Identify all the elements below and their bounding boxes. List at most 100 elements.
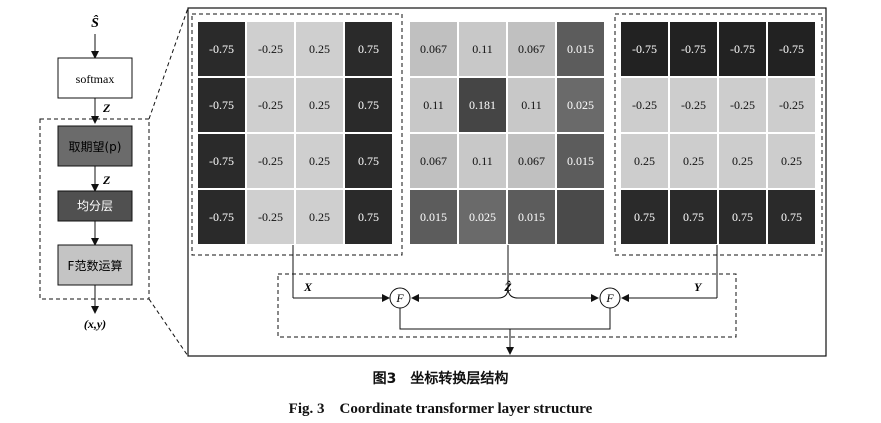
y-cell [768, 78, 815, 132]
y-cell-value: -0.75 [779, 42, 804, 56]
x-cell-value: -0.75 [209, 154, 234, 168]
z_hat-cell [557, 22, 604, 76]
x-cell-value: 0.25 [309, 210, 330, 224]
y-cell-value: 0.25 [634, 154, 655, 168]
z_hat-cell [410, 190, 457, 244]
zoom-connector-top [148, 7, 189, 120]
x-cell [345, 134, 392, 188]
y-cell [768, 134, 815, 188]
x-cell-value: 0.25 [309, 154, 330, 168]
y-cell [621, 78, 668, 132]
z_hat-cell [508, 190, 555, 244]
y-cell [719, 134, 766, 188]
s-hat-label: Ŝ [91, 14, 99, 31]
f-norm-block: F范数运算 [57, 244, 133, 286]
z_hat-cell [508, 78, 555, 132]
y-cell [670, 190, 717, 244]
z_hat-cell-value: 0.015 [567, 154, 594, 168]
z_hat-cell [459, 190, 506, 244]
z_hat-cell [410, 78, 457, 132]
merge-path [399, 308, 611, 330]
z-label-top: Z [102, 101, 111, 115]
z_hat-cell-value: 0.11 [472, 42, 493, 56]
z_hat-cell [557, 190, 604, 244]
z_hat-cell-value: 0.067 [420, 42, 447, 56]
expectation-block: 取期望(p) [57, 125, 133, 167]
y-path-label: Y [694, 280, 703, 294]
y-cell [768, 190, 815, 244]
y-cell [768, 22, 815, 76]
y-cell-value: -0.25 [632, 98, 657, 112]
f-operator-2: F [599, 287, 621, 309]
y-cell-value: -0.25 [779, 98, 804, 112]
x-cell [247, 134, 294, 188]
y-cell-value: -0.75 [681, 42, 706, 56]
x-matrix-dashed-box [191, 13, 403, 256]
z_hat-cell-value: 0.015 [420, 210, 447, 224]
z_hat-cell-value: 0.025 [567, 98, 594, 112]
y-cell [719, 190, 766, 244]
z_hat-cell [508, 22, 555, 76]
expectation-label: 取期望(p) [69, 140, 122, 154]
x-cell-value: -0.25 [258, 42, 283, 56]
x-cell [247, 22, 294, 76]
x-cell-value: -0.25 [258, 98, 283, 112]
x-cell [345, 78, 392, 132]
mean-layer-block: 均分层 [57, 190, 133, 222]
y-cell [670, 134, 717, 188]
operation-dashed-box [277, 273, 737, 338]
z-path-to-f1 [411, 245, 509, 302]
z-path-to-f2 [507, 287, 599, 302]
f-operator-1: F [389, 287, 411, 309]
x-cell [198, 190, 245, 244]
x-cell [296, 190, 343, 244]
f-operator-1-label: F [395, 291, 404, 305]
y-cell [719, 78, 766, 132]
x-cell [247, 190, 294, 244]
detail-panel [187, 7, 827, 357]
z_hat-cell-value: 0.181 [469, 98, 496, 112]
z_hat-cell-value: 0.067 [518, 154, 545, 168]
y-cell-value: 0.25 [683, 154, 704, 168]
z_hat-cell-value: 0.025 [469, 210, 496, 224]
x-cell [345, 22, 392, 76]
y-cell-value: 0.25 [781, 154, 802, 168]
y-cell-value: 0.75 [781, 210, 802, 224]
x-cell-value: 0.25 [309, 42, 330, 56]
x-cell [296, 134, 343, 188]
x-cell [198, 134, 245, 188]
z_hat-cell [459, 134, 506, 188]
y-matrix: -0.75-0.75-0.75-0.75-0.25-0.25-0.25-0.25… [621, 22, 815, 244]
softmax-block: softmax [57, 57, 133, 99]
x-cell-value: 0.25 [309, 98, 330, 112]
z_hat-cell [557, 134, 604, 188]
x-path-label: X [303, 280, 313, 294]
x-cell-value: 0.75 [358, 98, 379, 112]
z_hat-cell-value: 0.067 [518, 42, 545, 56]
y-cell [719, 22, 766, 76]
y-cell [670, 22, 717, 76]
y-cell-value: -0.25 [681, 98, 706, 112]
z_hat-cell-value: 0.015 [567, 42, 594, 56]
x-cell [345, 190, 392, 244]
y-cell-value: 0.75 [683, 210, 704, 224]
softmax-label: softmax [76, 72, 115, 86]
z_hat-cell-value: 0.11 [521, 98, 542, 112]
x-cell [198, 22, 245, 76]
y-cell-value: -0.75 [730, 42, 755, 56]
z_hat-cell [459, 78, 506, 132]
z_hat-cell [410, 22, 457, 76]
y-cell-value: -0.25 [730, 98, 755, 112]
z_hat-cell [410, 134, 457, 188]
x-cell-value: 0.75 [358, 210, 379, 224]
f-norm-label: F范数运算 [68, 258, 123, 273]
z_hat-cell [557, 78, 604, 132]
x-cell [296, 78, 343, 132]
z_hat-cell [459, 22, 506, 76]
y-cell-value: 0.25 [732, 154, 753, 168]
z_hat-cell [508, 134, 555, 188]
z-hat-path-label: Ẑ [503, 280, 512, 294]
